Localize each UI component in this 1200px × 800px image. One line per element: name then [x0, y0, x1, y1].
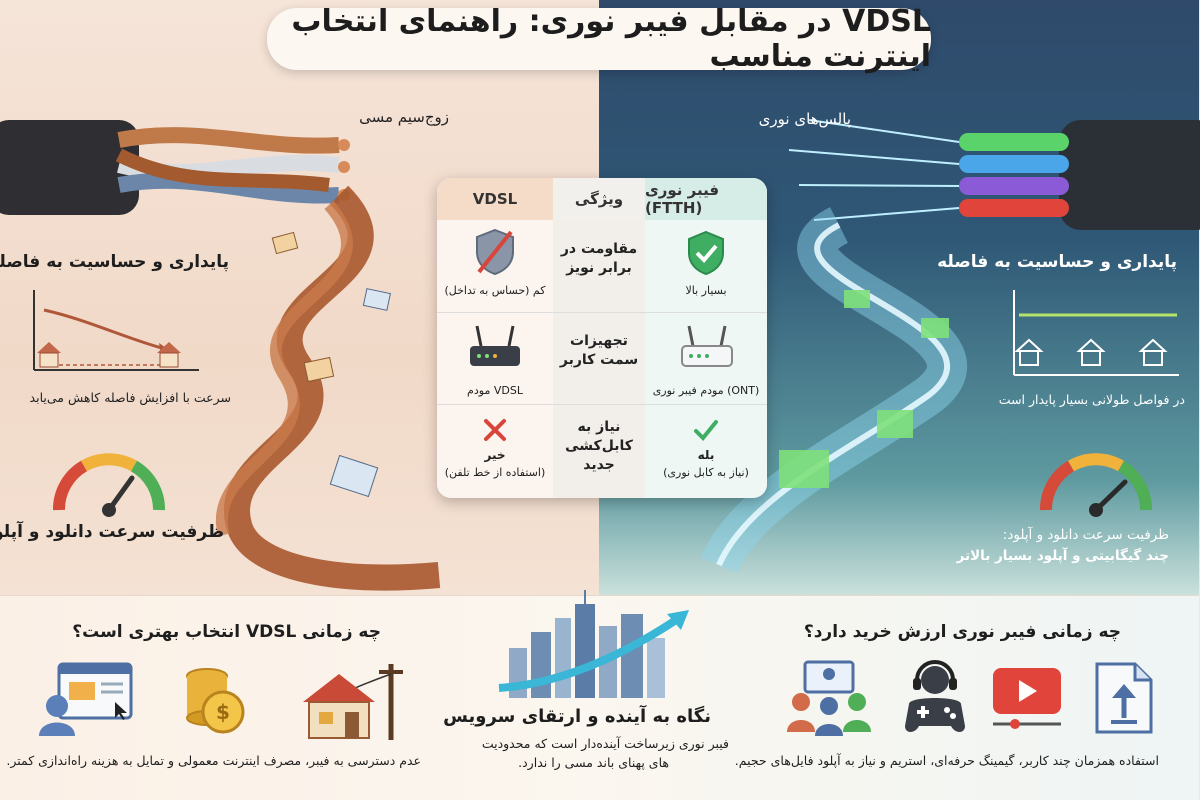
- coins-icon: $: [187, 668, 246, 734]
- row3-fiber-value: بله: [698, 448, 716, 462]
- row1-feature-line1: مقاومت در: [561, 241, 639, 257]
- fiber-cable-label: پالس‌های نوری: [759, 110, 852, 128]
- house-icon: [38, 342, 62, 368]
- row3-fiber-note: (نیاز به کابل نوری): [664, 466, 750, 479]
- page-title: VDSL در مقابل فیبر نوری: راهنمای انتخاب …: [292, 4, 932, 74]
- house-icon: [158, 342, 182, 368]
- fiber-speed-gauge: [1040, 453, 1154, 517]
- vdsl-speed-title: ظرفیت سرعت دانلود و آپلود: [0, 522, 225, 542]
- multi-user-video-icon: [788, 660, 872, 736]
- fiber-when-title: چه زمانی فیبر نوری ارزش خرید دارد؟: [804, 622, 1122, 642]
- future-text-line1: فیبر نوری زیرساخت آینده‌دار است که محدود…: [482, 736, 730, 751]
- house-icon: [1139, 338, 1169, 366]
- title-banner: VDSL در مقابل فیبر نوری: راهنمای انتخاب …: [268, 4, 932, 74]
- house-icon: [1015, 338, 1045, 366]
- comparison-table: VDSL ویژگی فیبر نوری (FTTH) کم (حساس به …: [438, 178, 768, 498]
- table-header-vdsl: VDSL: [438, 178, 554, 220]
- row3-feature-line3: جدید: [584, 457, 616, 473]
- row2-vdsl-value: مودم VDSL: [468, 384, 524, 397]
- row1-vdsl-value: کم (حساس به تداخل): [445, 284, 547, 297]
- browser-user-icon: [40, 662, 134, 736]
- table-header-feature: ویژگی: [554, 178, 646, 220]
- fiber-when-text: استفاده همزمان چند کاربر، گیمینگ حرفه‌ای…: [735, 753, 1160, 768]
- row2-fiber-value: مودم فیبر نوری (ONT): [653, 384, 761, 397]
- vdsl-when-text: عدم دسترسی به فیبر، مصرف اینترنت معمولی …: [7, 753, 422, 768]
- row2-feature-line2: سمت کاربر: [560, 352, 640, 368]
- video-play-icon: [994, 668, 1062, 729]
- future-title: نگاه به آینده و ارتقای سرویس: [444, 706, 712, 727]
- vdsl-speed-gauge: [53, 453, 167, 517]
- fiber-speed-title-1: ظرفیت سرعت دانلود و آپلود:: [1003, 527, 1170, 543]
- svg-text:$: $: [217, 700, 231, 724]
- shield-check-icon: [689, 230, 725, 276]
- row1-fiber-value: بسیار بالا: [686, 284, 728, 297]
- fiber-cable-illustration: [701, 119, 1200, 574]
- table-header-fiber: فیبر نوری (FTTH): [646, 178, 768, 220]
- copper-cable-illustration: [0, 120, 442, 591]
- check-icon: [695, 420, 719, 441]
- copper-cable-label: زوج‌سیم مسی: [360, 108, 450, 126]
- vdsl-distance-chart: [34, 290, 200, 371]
- fiber-stability-caption: در فواصل طولانی بسیار پایدار است: [999, 392, 1186, 407]
- city-growth-icon: [499, 590, 690, 698]
- vdsl-when-title: چه زمانی VDSL انتخاب بهتری است؟: [73, 622, 382, 642]
- row3-vdsl-value: خیر: [485, 448, 507, 462]
- cross-icon: [485, 419, 507, 441]
- fiber-distance-chart: [1014, 290, 1180, 376]
- row3-feature-line2: کابل‌کشی: [566, 438, 634, 454]
- fiber-stability-title: پایداری و حساسیت به فاصله: [938, 252, 1178, 272]
- ont-modem-icon: [682, 325, 734, 367]
- row1-feature-line2: برابر نویز: [567, 260, 633, 276]
- house-icon: [1077, 338, 1107, 366]
- row3-vdsl-note: (استفاده از خط تلفن): [445, 466, 547, 479]
- future-text-line2: های پهنای باند مسی را ندارد.: [519, 755, 670, 770]
- file-upload-icon: [1096, 662, 1154, 734]
- vdsl-stability-title: پایداری و حساسیت به فاصله: [0, 252, 230, 272]
- row3-feature-line1: نیاز به: [578, 419, 622, 435]
- row2-feature-line1: تجهیزات: [571, 333, 629, 349]
- house-utility-pole-icon: [304, 664, 404, 740]
- gamer-headset-icon: [906, 660, 966, 732]
- router-icon: [471, 325, 521, 366]
- vdsl-stability-caption: سرعت با افزایش فاصله کاهش می‌یابد: [30, 390, 232, 405]
- shield-disabled-icon: [477, 228, 515, 276]
- fiber-speed-title-2: چند گیگابیتی و آپلود بسیار بالاتر: [957, 548, 1170, 564]
